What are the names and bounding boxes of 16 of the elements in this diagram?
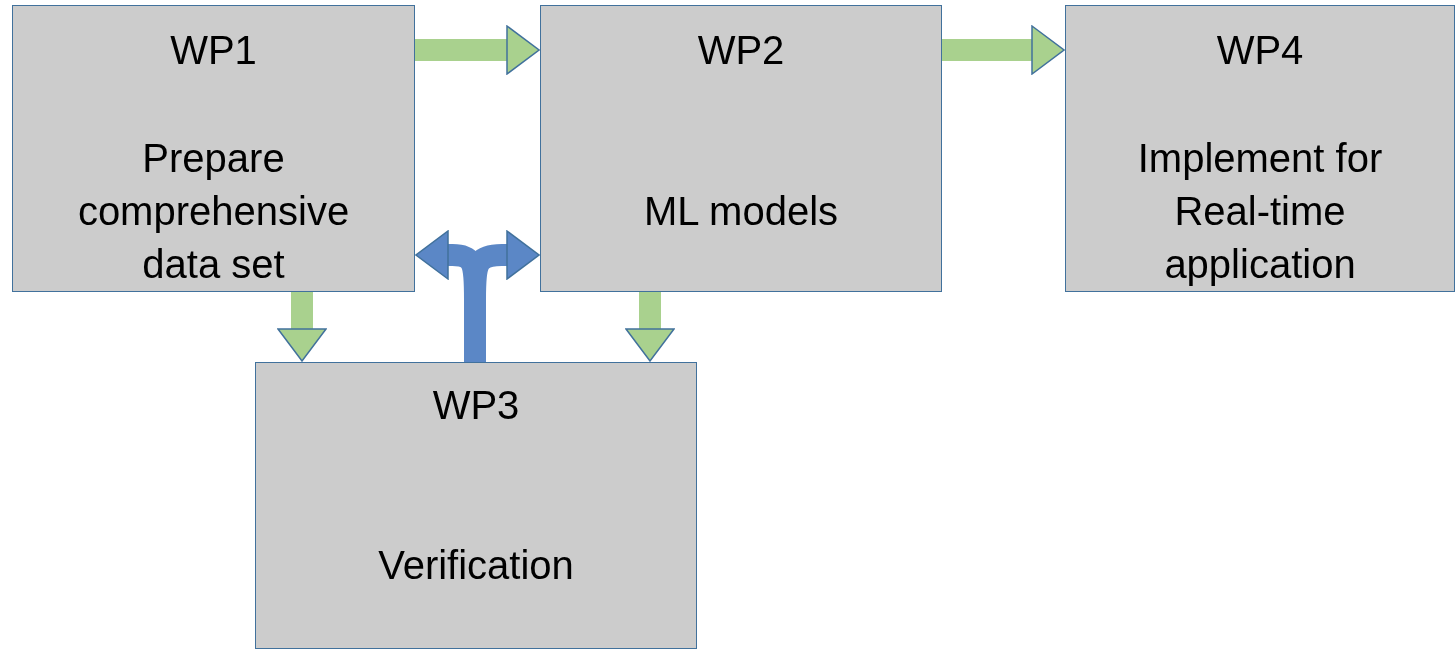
work-package-box (12, 5, 415, 292)
block-arrow (277, 292, 327, 362)
work-package-box (540, 5, 942, 292)
package-description: Prepare comprehensive data set (76, 134, 351, 288)
block-arrow (625, 292, 675, 362)
block-arrow (942, 25, 1065, 75)
package-description: Implement for Real-time application (1136, 134, 1384, 288)
package-title: WP1 (169, 27, 258, 74)
package-description: Verification (377, 541, 575, 589)
package-title: WP2 (696, 27, 786, 74)
package-description: ML models (642, 187, 840, 235)
package-title: WP4 (1215, 27, 1305, 74)
work-package-box (255, 362, 697, 649)
block-arrow (415, 25, 540, 75)
package-title: WP3 (431, 382, 521, 429)
work-package-box (1065, 5, 1455, 292)
